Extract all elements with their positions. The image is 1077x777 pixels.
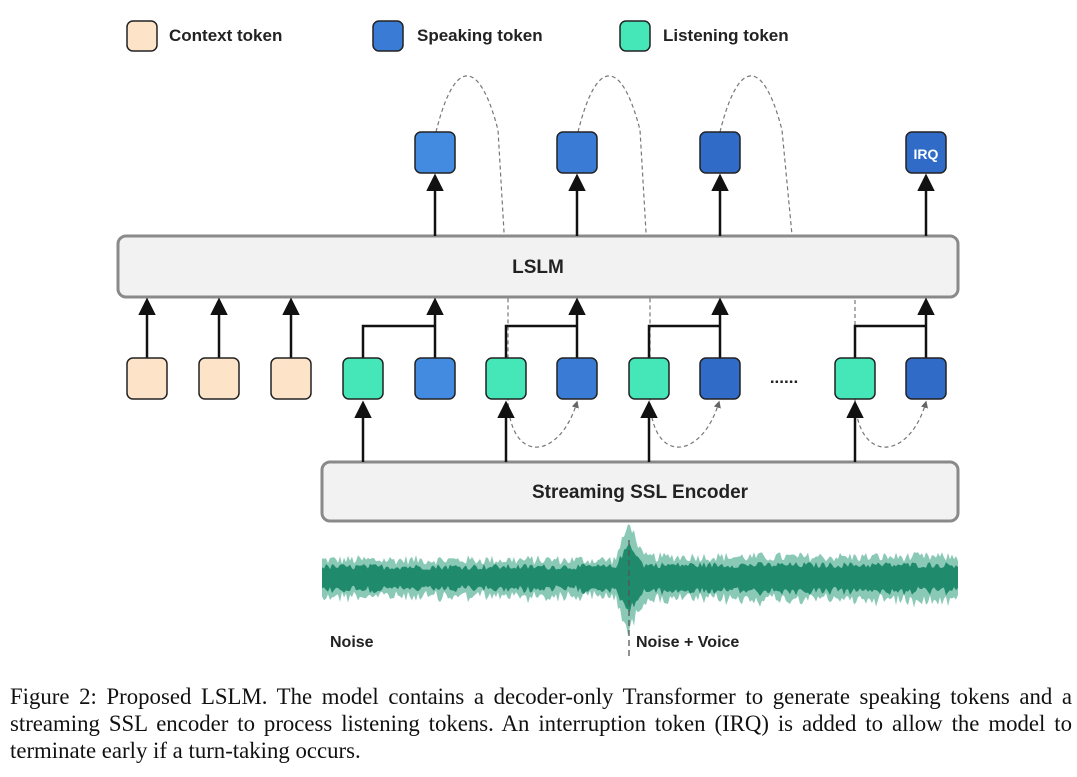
- autoregressive-loops: [435, 75, 928, 448]
- noise-label: Noise: [330, 634, 374, 651]
- irq-token: [905, 131, 947, 174]
- figure-caption: Figure 2: Proposed LSLM. The model conta…: [10, 684, 1072, 763]
- input-tokens: [126, 357, 947, 400]
- noise-voice-label: Noise + Voice: [636, 634, 739, 651]
- ellipsis: ......: [770, 368, 798, 387]
- listening-token-3: [628, 357, 670, 400]
- lslm-diagram: Context token Speaking token Listening t…: [116, 20, 960, 657]
- output-speaking-token-2: [556, 131, 598, 174]
- output-speaking-token-1: [414, 131, 456, 174]
- speaking-token-1: [414, 357, 456, 400]
- context-token-2: [198, 357, 240, 400]
- legend: Context token Speaking token Listening t…: [126, 20, 789, 52]
- encoder-label: Streaming SSL Encoder: [532, 482, 749, 503]
- lslm-label: LSLM: [512, 257, 564, 278]
- speaking-token-2: [556, 357, 598, 400]
- legend-listening-label: Listening token: [663, 26, 789, 45]
- context-token-3: [270, 357, 312, 400]
- pair-connector-2: [504, 324, 577, 358]
- encoder-arrows: [354, 400, 864, 462]
- irq-label: IRQ: [914, 146, 939, 162]
- legend-listening-swatch: [619, 20, 651, 52]
- output-speaking-token-3: [699, 131, 741, 174]
- loop-2: [577, 75, 721, 448]
- speaking-token-3: [699, 357, 741, 400]
- lslm-block: [116, 234, 960, 299]
- legend-context-swatch: [126, 20, 158, 52]
- listening-token-1: [342, 357, 384, 400]
- pair-connector-1: [361, 324, 435, 358]
- loop-4: [854, 300, 928, 448]
- waveform: [322, 524, 958, 636]
- output-tokens: [414, 131, 947, 174]
- loop-3: [719, 75, 793, 236]
- legend-context-label: Context token: [169, 26, 282, 45]
- output-arrows: [426, 173, 935, 236]
- legend-speaking-swatch: [372, 20, 404, 52]
- pair-connector-3: [647, 324, 720, 358]
- pair-connector-4: [853, 324, 926, 358]
- waveform-envelope-inner: [322, 544, 958, 612]
- context-token-1: [126, 357, 168, 400]
- encoder-block: [320, 460, 960, 523]
- listening-token-2: [485, 357, 527, 400]
- input-connectors: [138, 297, 935, 358]
- loop-1: [435, 75, 579, 448]
- legend-speaking-label: Speaking token: [417, 26, 543, 45]
- speaking-token-4: [905, 357, 947, 400]
- listening-token-4: [834, 357, 876, 400]
